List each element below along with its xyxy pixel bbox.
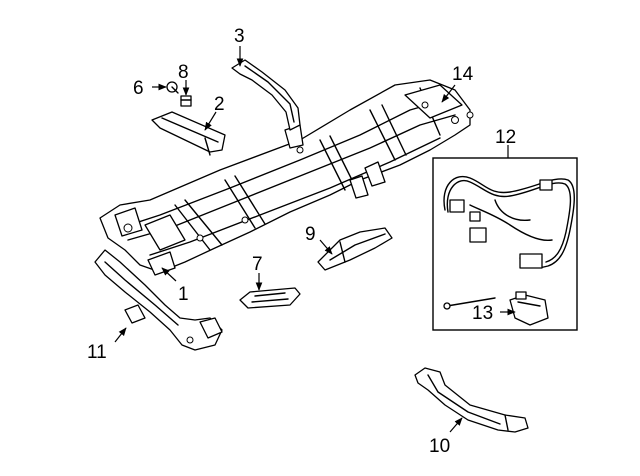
callout-7: 7	[252, 254, 263, 275]
part-2-bracket	[151, 111, 226, 156]
callout-3: 3	[234, 26, 245, 47]
part-10-crossmember	[414, 367, 529, 433]
callout-10: 10	[429, 436, 450, 457]
callout-12: 12	[495, 127, 516, 148]
callout-6: 6	[133, 78, 144, 99]
callout-13: 13	[472, 303, 493, 324]
callout-14: 14	[452, 64, 474, 85]
part-11-hitch	[94, 249, 223, 351]
callout-11: 11	[87, 342, 107, 363]
callout-9: 9	[305, 224, 316, 245]
callout-1: 1	[178, 284, 189, 305]
leader-lines	[114, 46, 516, 433]
part-6-bolt	[166, 81, 179, 94]
part-7-skid-plate	[239, 287, 301, 309]
callout-8: 8	[178, 62, 189, 83]
frame-assembly	[99, 79, 474, 276]
callout-2: 2	[214, 94, 225, 115]
part-12-box	[432, 157, 578, 331]
part-9-crossmember	[317, 227, 393, 271]
part-3-crossbar	[231, 59, 301, 131]
part-8-clip	[180, 95, 192, 107]
